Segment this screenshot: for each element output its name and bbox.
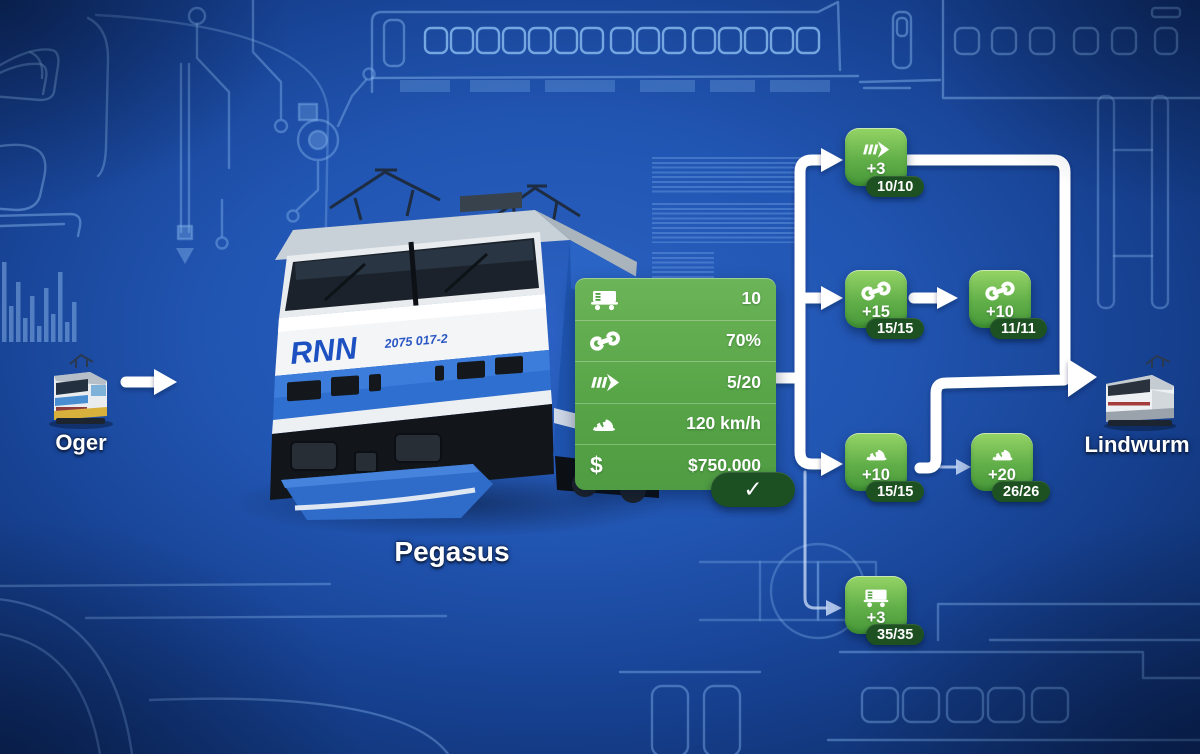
wrench-icon	[861, 280, 891, 302]
wagon-icon	[590, 287, 622, 311]
confirm-button[interactable]: ✓	[711, 472, 795, 507]
stat-row-speed: 120 km/h	[575, 402, 776, 445]
stat-value-maintenance: 70%	[725, 330, 761, 351]
wagon-icon	[861, 586, 891, 608]
upgrade-node-acceleration-1[interactable]: +3 10/10	[845, 128, 925, 197]
wrench-icon	[590, 329, 622, 353]
upgrade-progress-badge: 11/11	[990, 318, 1047, 339]
target-train-label: Lindwurm	[1084, 432, 1190, 457]
acceleration-icon	[590, 371, 622, 393]
stat-value-speed: 120 km/h	[686, 413, 761, 434]
upgrade-node-speed-1[interactable]: +10 15/15	[845, 433, 925, 502]
stat-value-wagons: 10	[741, 288, 761, 309]
speedometer-icon	[989, 443, 1016, 465]
speedometer-icon	[590, 412, 622, 436]
upgrade-node-maintenance-1[interactable]: +15 15/15	[845, 270, 925, 339]
acceleration-icon	[862, 139, 890, 159]
source-train-thumbnail[interactable]	[40, 350, 122, 432]
upgrade-progress-badge: 15/15	[866, 481, 925, 502]
dollar-icon: $	[590, 451, 603, 478]
upgrade-node-speed-2[interactable]: +20 26/26	[971, 433, 1051, 502]
upgrade-node-maintenance-2[interactable]: +10 11/11	[969, 270, 1047, 339]
source-train-label: Oger	[55, 430, 107, 455]
wrench-icon	[985, 280, 1015, 302]
stat-row-maintenance: 70%	[575, 319, 776, 362]
target-train-thumbnail[interactable]	[1094, 348, 1186, 436]
upgrade-progress-badge: 26/26	[992, 481, 1051, 502]
stat-value-acceleration: 5/20	[726, 371, 761, 392]
upgrade-progress-badge: 10/10	[866, 176, 925, 197]
stat-row-acceleration: 5/20	[575, 361, 776, 403]
stat-row-wagons: 10	[575, 278, 776, 320]
engine-stats-panel: 10 70% 5/20 120 km/h $ $750.000 ✓	[575, 278, 795, 507]
upgrade-node-wagons-1[interactable]: +3 35/35	[845, 576, 925, 645]
engine-livery-code: RNN	[289, 330, 360, 371]
speedometer-icon	[863, 443, 890, 465]
blueprint-microtext	[652, 157, 802, 195]
blueprint-microtext	[652, 203, 802, 243]
upgrade-progress-badge: 15/15	[866, 318, 925, 339]
engine-name-label: Pegasus	[394, 536, 510, 567]
check-icon: ✓	[743, 476, 763, 502]
upgrade-progress-badge: 35/35	[866, 624, 925, 645]
